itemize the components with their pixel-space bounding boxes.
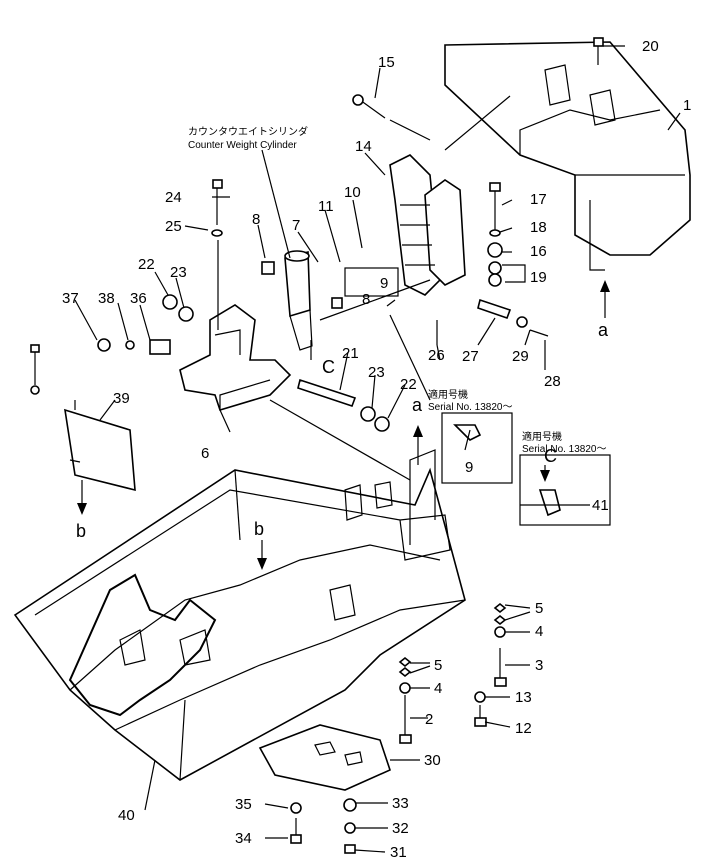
link-arm: [389, 154, 466, 296]
callout-9a: 9: [380, 275, 388, 292]
serial-note-2: Serial No. 13820～: [522, 444, 607, 455]
callout-39: 39: [113, 390, 130, 407]
callout-7: 7: [292, 217, 300, 234]
letter-b-2: b: [254, 519, 264, 539]
letter-a-2: a: [412, 395, 423, 415]
serial-note-1-ja: 適用号機: [428, 388, 468, 401]
counterweight-cylinder: [284, 250, 313, 351]
pin-27: [477, 298, 512, 320]
callout-5a: 5: [535, 600, 543, 617]
callout-3: 3: [535, 657, 543, 674]
callout-14: 14: [355, 138, 372, 155]
letter-c-1: C: [322, 357, 335, 377]
callout-8b: 8: [362, 291, 370, 308]
callout-22a: 22: [138, 256, 155, 273]
callout-26: 26: [428, 347, 445, 364]
letter-a-1: a: [598, 320, 609, 340]
callout-36: 36: [130, 290, 147, 307]
callout-16: 16: [530, 243, 547, 260]
callout-6: 6: [201, 445, 209, 462]
callout-1: 1: [683, 97, 691, 114]
callout-8a: 8: [252, 211, 260, 228]
callout-5b: 5: [434, 657, 442, 674]
callout-35: 35: [235, 796, 252, 813]
callout-37: 37: [62, 290, 79, 307]
callout-31: 31: [390, 844, 407, 861]
callout-27: 27: [462, 348, 479, 365]
callout-28: 28: [544, 373, 561, 390]
callout-19: 19: [530, 269, 547, 286]
callout-30: 30: [424, 752, 441, 769]
callout-11: 11: [318, 198, 334, 215]
callout-18: 18: [530, 219, 547, 236]
callout-13: 13: [515, 689, 532, 706]
callout-24: 24: [165, 189, 182, 206]
callout-23a: 23: [170, 264, 187, 281]
callout-32: 32: [392, 820, 409, 837]
callout-9b: 9: [465, 459, 473, 476]
letter-b-1: b: [76, 521, 86, 541]
callout-20: 20: [642, 38, 659, 55]
pin-21: [297, 378, 357, 408]
arrows: [77, 280, 610, 570]
detail-box-41: [519, 454, 611, 526]
callout-15: 15: [378, 54, 395, 71]
callout-22b: 22: [400, 376, 417, 393]
callout-21: 21: [342, 345, 359, 362]
leader-lines: [74, 45, 681, 853]
callout-2: 2: [425, 711, 433, 728]
callout-12: 12: [515, 720, 532, 737]
callout-34: 34: [235, 830, 252, 847]
letter-c-2: C: [544, 446, 557, 466]
callout-4a: 4: [535, 623, 543, 640]
guard-plate: [258, 724, 391, 791]
serial-note-2-ja: 適用号機: [522, 430, 562, 443]
detail-box-9: [441, 412, 513, 484]
callout-25: 25: [165, 218, 182, 235]
callout-38: 38: [98, 290, 115, 307]
callout-23b: 23: [368, 364, 385, 381]
callout-29: 29: [512, 348, 529, 365]
callout-41: 41: [592, 497, 609, 514]
callout-40: 40: [118, 807, 135, 824]
callout-4b: 4: [434, 680, 442, 697]
callout-33: 33: [392, 795, 409, 812]
detail-box-8-9: [344, 267, 399, 297]
cylinder-title-en: Counter Weight Cylinder: [188, 140, 297, 151]
callout-17: 17: [530, 191, 547, 208]
main-frame: [13, 449, 466, 781]
cylinder-title-ja: カウンタウエイトシリンダ: [188, 125, 308, 138]
callout-10: 10: [344, 184, 361, 201]
left-bracket: [179, 304, 292, 411]
plate-39: [64, 400, 136, 492]
counterweight: [444, 41, 691, 271]
serial-note-1: Serial No. 13820～: [428, 402, 513, 413]
